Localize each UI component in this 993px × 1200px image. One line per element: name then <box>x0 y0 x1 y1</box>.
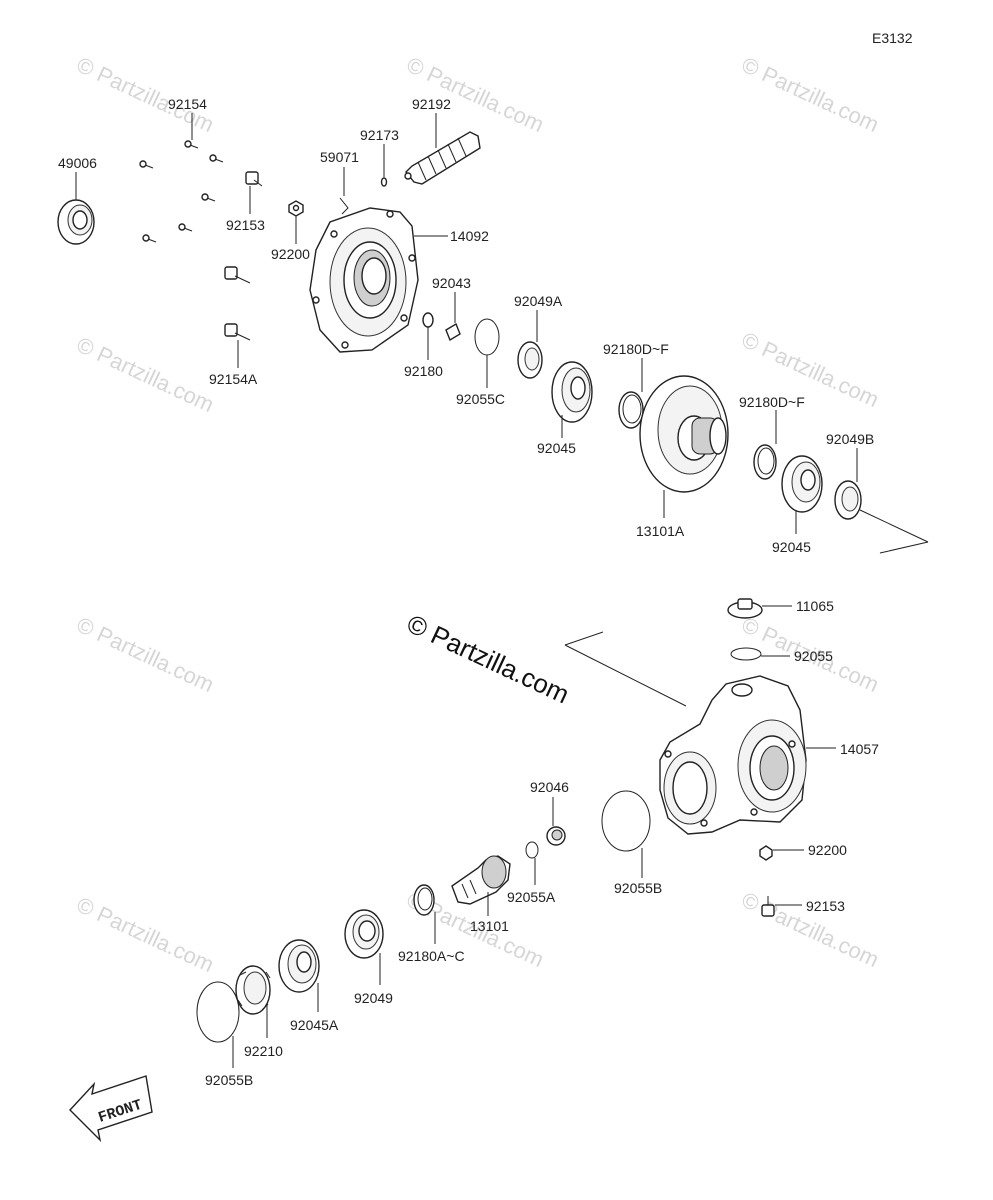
part-92049[interactable] <box>344 909 384 959</box>
part-13101A[interactable] <box>639 375 729 493</box>
part-49006[interactable] <box>57 199 95 245</box>
label-92049A: 92049A <box>514 293 563 309</box>
label-92180: 92180 <box>404 363 443 379</box>
part-92045-upper[interactable] <box>551 361 593 423</box>
watermark: © Partzilla.com <box>73 52 218 137</box>
front-arrow-icon: FRONT <box>69 1075 153 1143</box>
watermark: © Partzilla.com <box>738 52 883 137</box>
part-92210[interactable] <box>235 965 271 1015</box>
label-92055B-upper: 92055B <box>614 880 662 896</box>
label-14057: 14057 <box>840 741 879 757</box>
label-92210: 92210 <box>244 1043 283 1059</box>
part-92049B[interactable] <box>834 480 862 520</box>
watermarks: © Partzilla.com © Partzilla.com © Partzi… <box>73 52 883 977</box>
watermark: © Partzilla.com <box>73 892 218 977</box>
label-92153-lower: 92153 <box>806 898 845 914</box>
label-92180AC: 92180A~C <box>398 948 465 964</box>
label-92045A: 92045A <box>290 1017 339 1033</box>
part-92180DF-upper[interactable] <box>618 391 644 429</box>
label-92200-top: 92200 <box>271 246 310 262</box>
part-14092[interactable] <box>309 207 419 353</box>
diagram-code: E3132 <box>872 30 913 46</box>
part-92055C[interactable] <box>474 318 500 356</box>
part-92043[interactable] <box>445 322 461 342</box>
label-92154A: 92154A <box>209 371 258 387</box>
part-92180AC[interactable] <box>413 884 435 916</box>
label-13101: 13101 <box>470 918 509 934</box>
watermark: © Partzilla.com <box>403 52 548 137</box>
part-14057[interactable] <box>659 675 807 835</box>
label-49006: 49006 <box>58 155 97 171</box>
label-92180DF-lower: 92180D~F <box>739 394 805 410</box>
label-92045-lower: 92045 <box>772 539 811 555</box>
label-92046: 92046 <box>530 779 569 795</box>
label-92055B-lower: 92055B <box>205 1072 253 1088</box>
part-11065[interactable] <box>727 598 763 619</box>
watermark: © Partzilla.com <box>73 332 218 417</box>
label-11065: 11065 <box>796 598 834 614</box>
center-watermark: © Partzilla.com <box>402 608 573 709</box>
part-92200-top[interactable] <box>288 200 304 217</box>
label-92049: 92049 <box>354 990 393 1006</box>
part-92045A[interactable] <box>278 939 320 993</box>
label-92055: 92055 <box>794 648 833 664</box>
part-92180[interactable] <box>422 312 434 328</box>
part-92200-lower[interactable] <box>759 845 773 861</box>
part-92055B-lower[interactable] <box>196 981 240 1043</box>
watermark: © Partzilla.com <box>73 612 218 697</box>
part-92192[interactable] <box>404 131 481 185</box>
label-92043: 92043 <box>432 275 471 291</box>
part-92045-lower[interactable] <box>781 455 823 513</box>
part-13101[interactable] <box>451 855 511 905</box>
part-59071[interactable] <box>339 197 349 215</box>
label-92200-lower: 92200 <box>808 842 847 858</box>
label-92153-top: 92153 <box>226 217 265 233</box>
label-13101A: 13101A <box>636 523 685 539</box>
part-92046[interactable] <box>546 826 566 846</box>
part-92153-lower[interactable] <box>761 896 775 917</box>
part-92180DF-lower[interactable] <box>753 444 777 480</box>
part-92055[interactable] <box>730 647 762 661</box>
part-92153-top[interactable] <box>245 171 263 187</box>
part-92049A[interactable] <box>517 341 543 379</box>
label-92055A: 92055A <box>507 889 556 905</box>
small-screws[interactable] <box>139 140 224 243</box>
part-92055B-upper[interactable] <box>601 790 651 852</box>
label-92173: 92173 <box>360 127 399 143</box>
label-14092: 14092 <box>450 228 489 244</box>
label-92055C: 92055C <box>456 391 505 407</box>
label-92049B: 92049B <box>826 431 874 447</box>
label-92154: 92154 <box>168 96 207 112</box>
label-92192: 92192 <box>412 96 451 112</box>
label-59071: 59071 <box>320 149 359 165</box>
part-92055A[interactable] <box>525 841 539 859</box>
label-92180DF-upper: 92180D~F <box>603 341 669 357</box>
part-92154A[interactable] <box>224 266 251 341</box>
label-92045-upper: 92045 <box>537 440 576 456</box>
part-92173[interactable] <box>380 177 388 187</box>
